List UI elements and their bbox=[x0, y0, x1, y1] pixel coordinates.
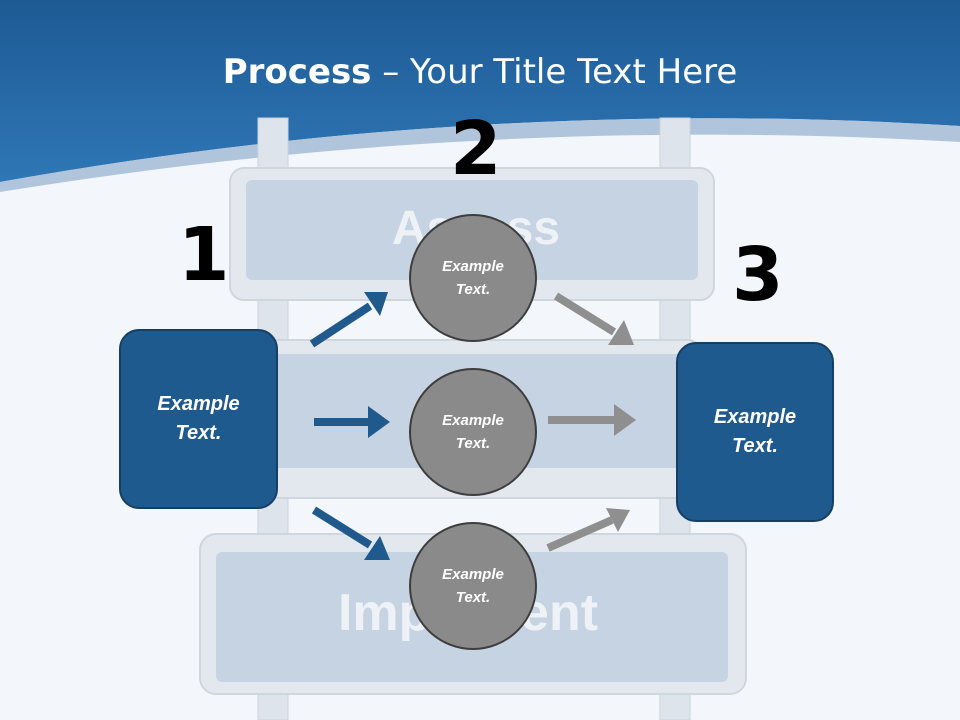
step-number-2: 2 bbox=[450, 106, 502, 192]
circle-middle: Example Text. bbox=[409, 368, 537, 496]
arrow-down-gray bbox=[553, 292, 634, 345]
circle-top: Example Text. bbox=[409, 214, 537, 342]
title-bold: Process bbox=[222, 52, 372, 92]
circle-bottom-text: Example Text. bbox=[442, 566, 504, 606]
arrow-right-gray bbox=[548, 404, 636, 436]
title-rest: – Your Title Text Here bbox=[371, 52, 738, 92]
step-number-1: 1 bbox=[178, 212, 230, 298]
step-number-3: 3 bbox=[732, 232, 784, 318]
header-swoosh bbox=[0, 118, 960, 192]
page-title: Process – Your Title Text Here bbox=[0, 52, 960, 92]
right-box: Example Text. bbox=[676, 342, 834, 522]
left-box: Example Text. bbox=[119, 329, 278, 509]
circle-bottom: Example Text. bbox=[409, 522, 537, 650]
circle-middle-text: Example Text. bbox=[442, 412, 504, 452]
header-band bbox=[0, 0, 960, 182]
right-box-text: Example Text. bbox=[713, 406, 797, 457]
arrow-up-blue bbox=[309, 292, 388, 348]
arrow-up-gray bbox=[546, 508, 630, 552]
arrow-down-blue bbox=[311, 506, 390, 560]
left-box-text: Example Text. bbox=[157, 393, 240, 444]
circle-top-text: Example Text. bbox=[442, 258, 504, 298]
arrow-right-blue bbox=[314, 406, 390, 438]
